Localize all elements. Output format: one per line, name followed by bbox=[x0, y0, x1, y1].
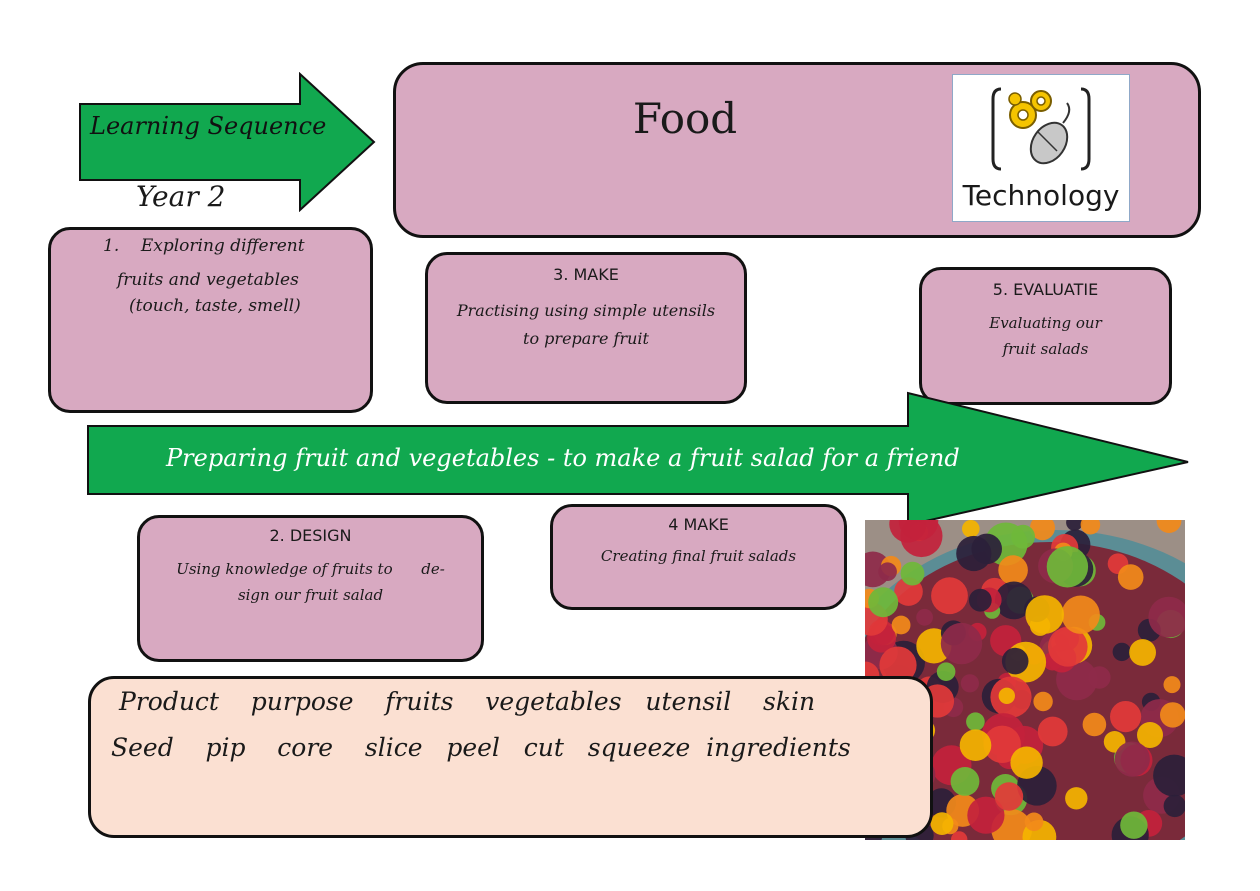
step-5-line-2: fruit salads bbox=[1002, 340, 1089, 358]
fruit-salad-photo bbox=[865, 520, 1185, 840]
step-2-line-1: Using knowledge of fruits to de- bbox=[176, 560, 445, 578]
technology-logo: Technology bbox=[952, 74, 1130, 222]
step-2-line-2: sign our fruit salad bbox=[237, 586, 384, 604]
step-4-box: 4 MAKE Creating final fruit salads bbox=[550, 504, 847, 610]
step-5-box: 5. EVALUATIE Evaluating our fruit salads bbox=[919, 267, 1172, 405]
technology-label: Technology bbox=[962, 179, 1120, 212]
step-3-title: 3. MAKE bbox=[553, 265, 619, 284]
gears-mouse-icon bbox=[991, 87, 1091, 171]
vocabulary-box: Product purpose fruits vegetables utensi… bbox=[88, 676, 933, 838]
year-label: Year 2 bbox=[136, 180, 226, 213]
step-1-line-3: (touch, taste, smell) bbox=[129, 296, 301, 316]
vocabulary-line-1: Product purpose fruits vegetables utensi… bbox=[119, 687, 816, 716]
step-1-line-1: 1. Exploring different bbox=[103, 236, 305, 256]
page-title: Food bbox=[632, 94, 738, 143]
step-4-title: 4 MAKE bbox=[668, 515, 729, 534]
step-2-title: 2. DESIGN bbox=[269, 526, 352, 545]
main-arrow-label: Preparing fruit and vegetables - to make… bbox=[166, 444, 960, 472]
learning-sequence-label: Learning Sequence bbox=[90, 112, 327, 140]
step-1-box: 1. Exploring different fruits and vegeta… bbox=[48, 227, 373, 413]
step-2-box: 2. DESIGN Using knowledge of fruits to d… bbox=[137, 515, 484, 662]
step-1-line-2: fruits and vegetables bbox=[117, 270, 299, 290]
step-3-box: 3. MAKE Practising using simple utensils… bbox=[425, 252, 747, 404]
step-5-title: 5. EVALUATIE bbox=[992, 280, 1099, 299]
step-3-line-1: Practising using simple utensils bbox=[456, 301, 716, 320]
main-sequence-arrow bbox=[87, 391, 1189, 527]
step-4-line-1: Creating final fruit salads bbox=[600, 547, 797, 565]
gear-icon bbox=[1008, 90, 1052, 129]
learning-sequence-arrow bbox=[79, 72, 376, 212]
step-5-line-1: Evaluating our bbox=[989, 314, 1102, 332]
mouse-icon bbox=[1029, 102, 1071, 165]
step-3-line-2: to prepare fruit bbox=[523, 329, 649, 348]
vocabulary-line-2: Seed pip core slice peel cut squeeze ing… bbox=[111, 733, 851, 762]
